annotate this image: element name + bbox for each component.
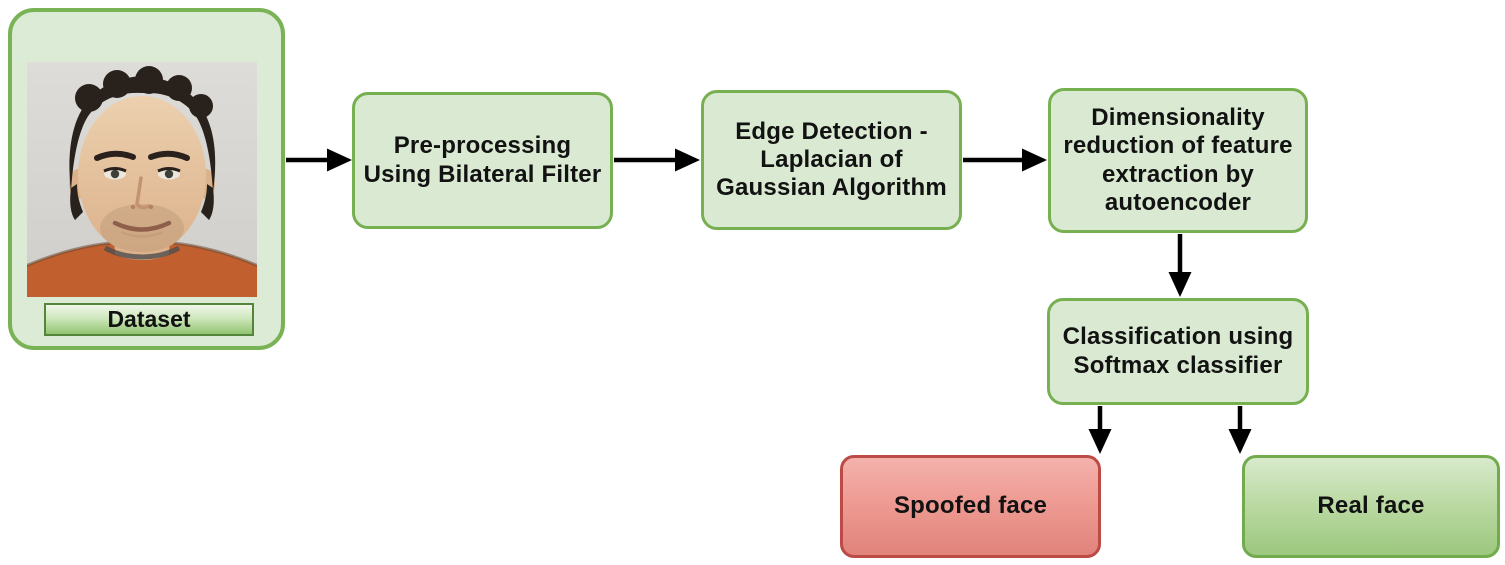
edge-detection-node: Edge Detection - Laplacian of Gaussian A…: [701, 90, 962, 230]
dataset-label: Dataset: [44, 303, 254, 336]
classification-label: Classification using Softmax classifier: [1062, 323, 1294, 379]
arrow-preprocessing-to-edge-detection-icon: [614, 148, 700, 172]
arrow-dataset-to-preprocessing-icon: [286, 148, 352, 172]
arrow-dimensionality-to-classification-icon: [1168, 234, 1192, 297]
preprocessing-label: Pre-processing Using Bilateral Filter: [363, 132, 602, 188]
spoofed-face-node: Spoofed face: [840, 455, 1101, 558]
dimensionality-reduction-label: Dimensionality reduction of feature extr…: [1063, 103, 1293, 216]
arrow-classification-to-spoofed-icon: [1088, 406, 1112, 454]
real-face-node: Real face: [1242, 455, 1500, 558]
arrow-edge-detection-to-dimensionality-icon: [963, 148, 1047, 172]
dimensionality-reduction-node: Dimensionality reduction of feature extr…: [1048, 88, 1308, 233]
arrow-classification-to-real-icon: [1228, 406, 1252, 454]
classification-node: Classification using Softmax classifier: [1047, 298, 1309, 405]
edge-detection-label: Edge Detection - Laplacian of Gaussian A…: [716, 117, 947, 202]
dataset-node: Dataset: [8, 8, 285, 350]
real-face-label: Real face: [1317, 492, 1425, 520]
preprocessing-node: Pre-processing Using Bilateral Filter: [352, 92, 613, 229]
man-face-photo: [27, 62, 257, 297]
spoofed-face-label: Spoofed face: [893, 492, 1048, 520]
